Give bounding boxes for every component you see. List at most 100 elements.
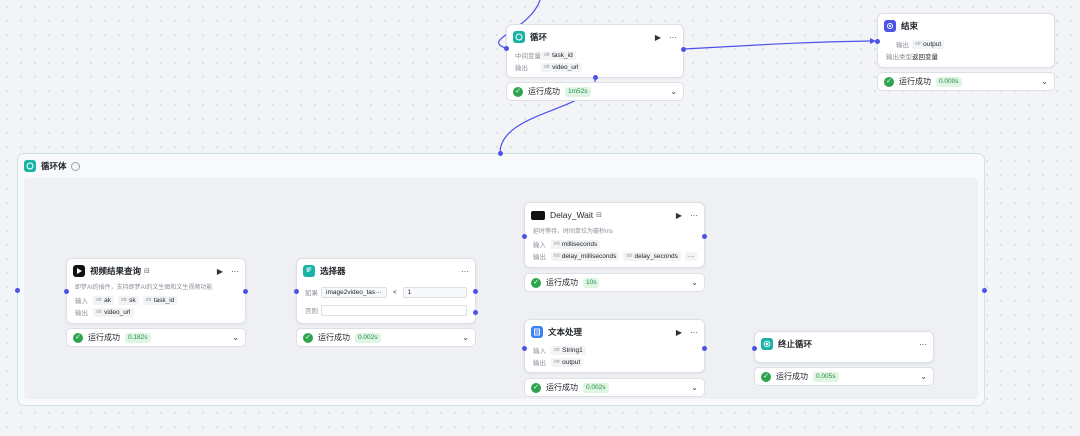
selector-input-port[interactable] <box>294 289 299 294</box>
success-icon: ✓ <box>303 332 313 343</box>
duration-badge: 1m52s <box>565 86 591 97</box>
run-icon[interactable]: ▶ <box>675 327 682 337</box>
video-query-node[interactable]: 视频结果查询 ⊟ ▶ ··· 即梦AI的插件，支持即梦AI的文生图和文生视频功能… <box>64 258 248 324</box>
selector-if-field[interactable]: image2video_tas··· <box>321 286 387 298</box>
text-status[interactable]: ✓ 运行成功 0.002s ⌄ <box>524 378 705 397</box>
query-input-port[interactable] <box>64 289 69 294</box>
chevron-down-icon[interactable]: ⌄ <box>232 333 239 342</box>
status-text: 运行成功 <box>318 333 350 342</box>
branch-icon: IF <box>303 265 315 277</box>
loop-node-title: 循环 <box>530 32 548 42</box>
selector-if-label: 如果 <box>305 290 318 297</box>
delay-wait-node[interactable]: Delay_Wait ⊟ ▶ ··· 延时等待，时间单位为毫秒ms 输入 int… <box>522 202 707 268</box>
selector-if-op[interactable]: < <box>393 288 397 296</box>
delay-desc: 延时等待，时间单位为毫秒ms <box>533 229 613 235</box>
selector-node[interactable]: IF 选择器 ··· 如果 image2video_tas··· < 1 否则 <box>294 258 478 324</box>
duration-badge: 0.002s <box>583 382 609 393</box>
loop-input-port[interactable] <box>504 46 509 51</box>
chevron-down-icon[interactable]: ⌄ <box>691 383 698 392</box>
delay-title: Delay_Wait <box>550 210 594 220</box>
selector-else-label: 否则 <box>305 308 318 315</box>
end-output-label: 输出 <box>896 42 909 49</box>
selector-status[interactable]: ✓ 运行成功 0.002s ⌄ <box>296 328 476 347</box>
end-input-port[interactable] <box>875 39 880 44</box>
end-output-type-label: 输出类型 <box>886 54 912 61</box>
video-query-desc: 即梦AI的插件，支持即梦AI的文生图和文生视频功能 <box>75 285 213 291</box>
selector-if-value[interactable]: 1 <box>402 286 467 298</box>
loop-body-port[interactable] <box>593 75 598 80</box>
success-icon: ✓ <box>513 86 523 97</box>
more-icon[interactable]: ··· <box>461 266 469 276</box>
duration-badge: 0.182s <box>125 332 151 343</box>
selector-else-port[interactable] <box>473 310 478 315</box>
status-text: 运行成功 <box>528 87 560 96</box>
more-icon[interactable]: ··· <box>669 32 677 42</box>
delay-input-port[interactable] <box>522 234 527 239</box>
more-icon[interactable]: ··· <box>919 339 927 349</box>
delay-status[interactable]: ✓ 运行成功 10s ⌄ <box>524 273 705 292</box>
success-icon: ✓ <box>884 76 894 87</box>
break-status[interactable]: ✓ 运行成功 0.005s ⌄ <box>754 367 934 386</box>
delay-output-more[interactable]: ··· <box>684 251 698 261</box>
delay-icon <box>531 210 545 220</box>
loop-body-left-port[interactable] <box>15 288 20 293</box>
chevron-down-icon[interactable]: ⌄ <box>691 278 698 287</box>
break-input-port[interactable] <box>752 346 757 351</box>
text-input-label: 输入 <box>533 348 546 355</box>
wire-loop-to-end <box>683 40 873 50</box>
query-status[interactable]: ✓ 运行成功 0.182s ⌄ <box>66 328 246 347</box>
selector-else-box[interactable] <box>321 304 467 316</box>
run-icon[interactable]: ▶ <box>216 266 223 276</box>
text-output-port[interactable] <box>702 346 707 351</box>
run-icon[interactable]: ▶ <box>654 32 661 42</box>
text-input-port[interactable] <box>522 346 527 351</box>
video-query-title: 视频结果查询 <box>90 266 142 276</box>
param-icon: ⊟ <box>144 268 150 275</box>
more-icon[interactable]: ··· <box>690 210 698 220</box>
more-icon[interactable]: ··· <box>231 266 239 276</box>
param-icon: ⊟ <box>596 212 603 219</box>
loop-body-top-port[interactable] <box>498 151 503 156</box>
end-status[interactable]: ✓ 运行成功 0.000s ⌄ <box>877 72 1055 91</box>
run-icon[interactable]: ▶ <box>675 210 682 220</box>
success-icon: ✓ <box>73 332 83 343</box>
status-text: 运行成功 <box>546 278 578 287</box>
loop-icon <box>24 160 36 172</box>
duration-badge: 0.002s <box>355 332 381 343</box>
selector-if-port[interactable] <box>473 289 478 294</box>
query-input-label: 输入 <box>75 298 88 305</box>
query-output-port[interactable] <box>243 289 248 294</box>
success-icon: ✓ <box>761 371 771 382</box>
chevron-down-icon[interactable]: ⌄ <box>670 87 677 96</box>
loop-body-right-port[interactable] <box>982 288 987 293</box>
info-icon[interactable] <box>70 161 80 171</box>
text-process-title: 文本处理 <box>548 327 583 337</box>
chevron-down-icon[interactable]: ⌄ <box>462 333 469 342</box>
chevron-down-icon[interactable]: ⌄ <box>1041 77 1048 86</box>
more-icon[interactable]: ··· <box>690 327 698 337</box>
query-output-label: 输出 <box>75 310 88 317</box>
loop-output-port[interactable] <box>681 47 686 52</box>
loop-var-label: 中间变量 <box>515 53 541 60</box>
delay-output-port[interactable] <box>702 234 707 239</box>
loop-status[interactable]: ✓ 运行成功 1m52s ⌄ <box>506 82 684 101</box>
break-loop-node[interactable]: 终止循环 ··· <box>752 331 934 363</box>
status-text: 运行成功 <box>88 333 120 342</box>
chevron-down-icon[interactable]: ⌄ <box>920 372 927 381</box>
selector-else-row: 否则 <box>297 301 475 319</box>
status-text: 运行成功 <box>776 372 808 381</box>
